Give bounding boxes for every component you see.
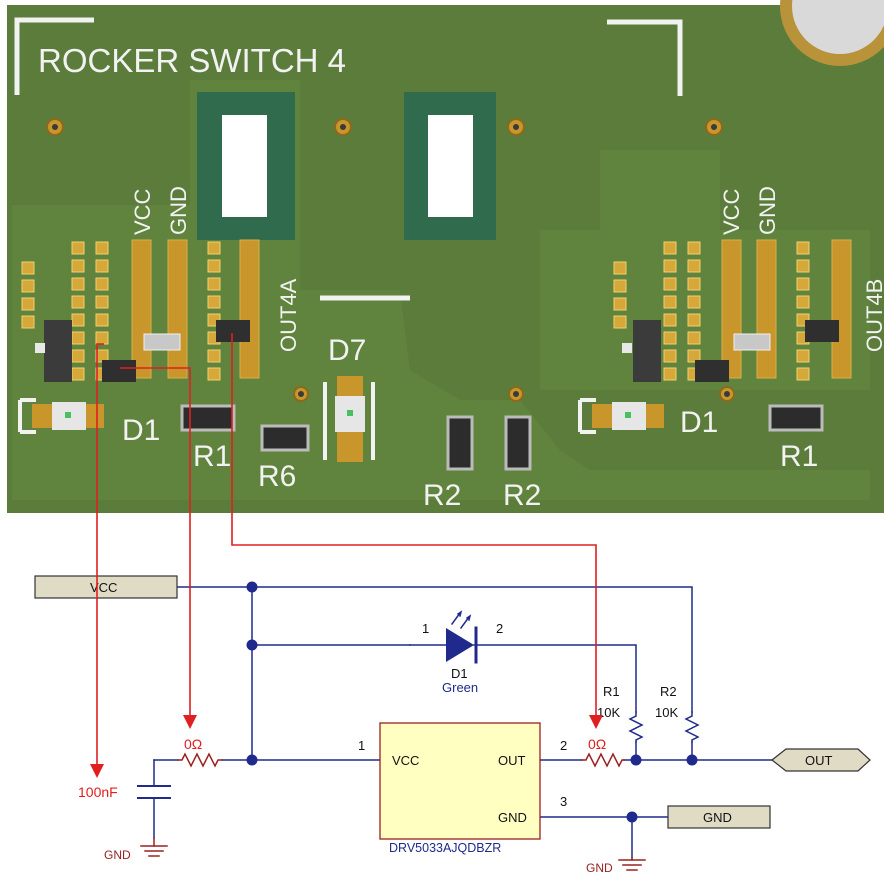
ic-pin3-number: 3 xyxy=(560,794,567,809)
pcb-label-gnd-right: GND xyxy=(755,186,780,235)
r1-ref: R1 xyxy=(603,684,620,699)
wires xyxy=(153,586,773,859)
led-d1-left xyxy=(18,398,104,434)
annotation-line-res-left xyxy=(120,367,191,715)
smd-part xyxy=(805,320,839,342)
led-pin1-number: 1 xyxy=(422,621,429,636)
pcb-label-vcc-right: VCC xyxy=(719,188,744,235)
mounting-hole xyxy=(792,0,884,54)
copper-pour-right xyxy=(540,150,870,390)
sot23-chip xyxy=(633,320,661,382)
sot23-chip xyxy=(44,320,72,382)
pcb-label-r6: R6 xyxy=(258,460,296,493)
resistor-r6 xyxy=(260,424,310,452)
cap-value: 100nF xyxy=(78,784,118,800)
resistor-r2-symbol xyxy=(684,711,700,743)
gold-finger xyxy=(831,239,852,379)
annotation-line-res-right xyxy=(231,333,597,715)
junction xyxy=(246,754,258,766)
ic-pin-vcc-label: VCC xyxy=(392,753,419,768)
ic-body xyxy=(379,722,541,840)
ic-pin1-number: 1 xyxy=(358,738,365,753)
pcb-label-d7: D7 xyxy=(328,334,366,367)
pcb-label-r2-a: R2 xyxy=(423,479,461,512)
out-port xyxy=(771,748,871,772)
junction xyxy=(246,639,258,651)
led-value: Green xyxy=(442,680,478,695)
annotation-arrow-res-left xyxy=(183,715,197,729)
gold-finger xyxy=(167,239,188,379)
vcc-port-label: VCC xyxy=(90,580,117,595)
silk-corner-tl xyxy=(14,17,94,95)
resistor-r1-symbol xyxy=(628,711,644,743)
annotation-arrow-res-right xyxy=(589,715,603,729)
resistor-r1-right xyxy=(768,404,824,432)
resistor-0ohm-left xyxy=(177,752,223,768)
pcb-label-vcc-left: VCC xyxy=(130,188,155,235)
ic-pin2-number: 2 xyxy=(560,738,567,753)
annotation-line-cap xyxy=(96,343,104,764)
ground-symbol-right xyxy=(618,857,646,871)
annotation-lines xyxy=(96,333,597,764)
gnd-symbol-right-label: GND xyxy=(586,861,613,874)
gold-finger xyxy=(756,239,777,379)
gnd-symbol-left-label: GND xyxy=(104,848,131,862)
smd-part xyxy=(102,360,136,382)
res-right-value: 0Ω xyxy=(588,736,606,752)
led-ref: D1 xyxy=(451,666,468,681)
ic-pin-gnd-label: GND xyxy=(498,810,527,825)
vcc-port xyxy=(34,575,178,599)
gold-finger xyxy=(131,239,152,379)
pcb-label-d1-left: D1 xyxy=(122,414,160,447)
r2-ref: R2 xyxy=(660,684,677,699)
junction xyxy=(630,754,642,766)
pcb-label-r1-right: R1 xyxy=(780,440,818,473)
gold-finger xyxy=(239,239,260,379)
junction xyxy=(246,581,258,593)
out-port-label: OUT xyxy=(805,753,833,768)
smd-cap xyxy=(733,333,771,351)
led-d1-symbol xyxy=(409,610,478,664)
led-d7 xyxy=(323,376,375,462)
capacitor-symbol xyxy=(137,785,171,799)
ground-symbol-left xyxy=(140,837,168,857)
pcb-title: ROCKER SWITCH 4 xyxy=(38,42,346,79)
gnd-port-label: GND xyxy=(703,810,732,825)
pcb-label-r1-left: R1 xyxy=(193,440,231,473)
pcb-label-out4a: OUT4A xyxy=(276,278,301,352)
junction xyxy=(626,811,638,823)
led-pin2-number: 2 xyxy=(496,621,503,636)
ic-part-name: DRV5033AJQDBZR xyxy=(389,841,501,855)
resistor-r2-b xyxy=(504,415,532,471)
junction xyxy=(686,754,698,766)
pcb-label-gnd-left: GND xyxy=(166,186,191,235)
switch-slot-left xyxy=(222,115,267,217)
schematic-view: VCC OUT GND VCC OUT GND 1 2 3 DRV5033AJQ… xyxy=(34,575,871,874)
pcb-label-out4b: OUT4B xyxy=(862,279,884,352)
res-left-value: 0Ω xyxy=(184,736,202,752)
pcb-label-r2-b: R2 xyxy=(503,479,541,512)
resistor-0ohm-right xyxy=(581,752,625,768)
silk-corner-tr xyxy=(607,19,683,96)
r1-value: 10K xyxy=(597,705,620,720)
led-d1-right xyxy=(578,398,664,434)
gnd-port xyxy=(667,805,771,829)
smd-part xyxy=(216,320,250,342)
gold-finger xyxy=(721,239,742,379)
r2-value: 10K xyxy=(655,705,678,720)
pcb-view: ROCKER SWITCH 4 xyxy=(7,0,884,513)
pcb-label-d1-right: D1 xyxy=(680,406,718,439)
smd-cap xyxy=(143,333,181,351)
ic-pin-out-label: OUT xyxy=(498,753,526,768)
resistor-r2-a xyxy=(446,415,474,471)
smd-part xyxy=(695,360,729,382)
switch-slot-right xyxy=(428,115,473,217)
annotation-arrow-cap xyxy=(90,764,104,778)
